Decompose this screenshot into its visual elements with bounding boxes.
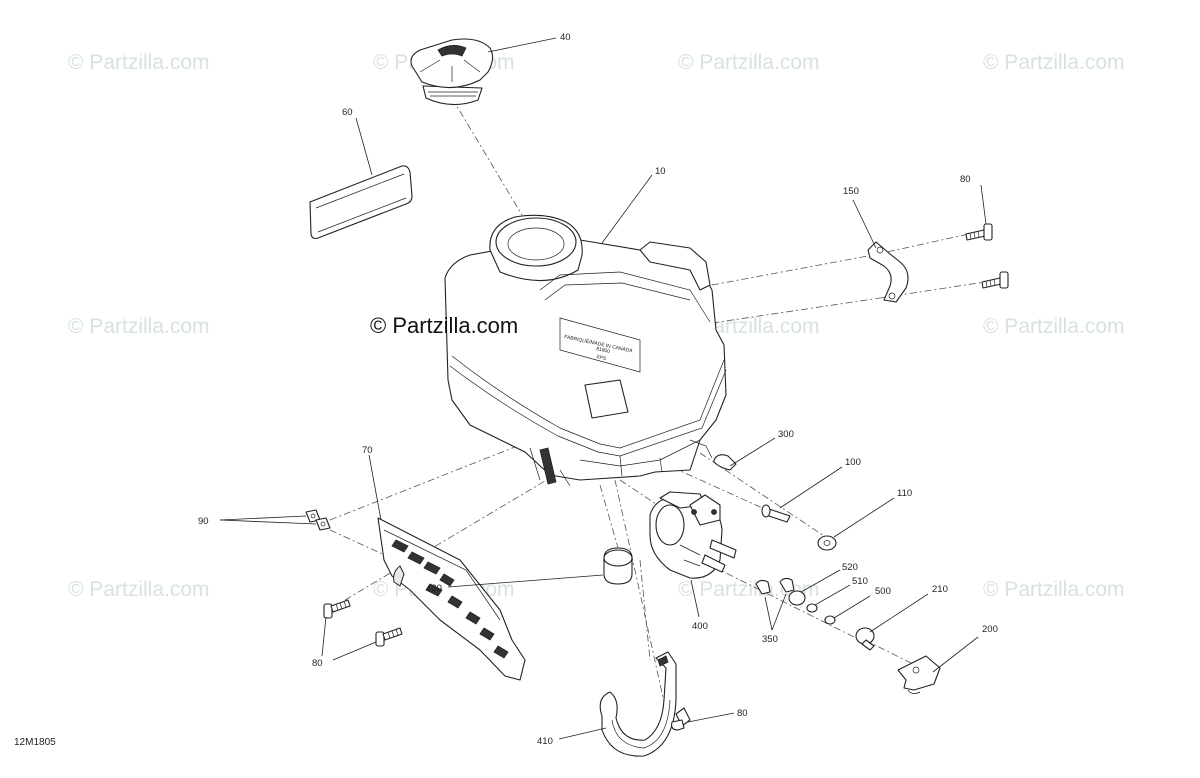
watermark: © Partzilla.com — [983, 315, 1125, 338]
small-clamp — [755, 577, 795, 595]
watermark: © Partzilla.com — [983, 578, 1125, 601]
callout-110: 110 — [897, 488, 912, 499]
fuel-cap — [410, 38, 494, 106]
callout-80: 80 — [960, 174, 971, 185]
plate-bracket — [897, 655, 941, 694]
watermark: © Partzilla.com — [678, 51, 820, 74]
callout-40: 40 — [560, 32, 571, 43]
retaining-strap — [599, 651, 677, 757]
callout-200: 200 — [982, 624, 998, 635]
callout-90: 90 — [198, 516, 209, 527]
callout-80: 80 — [312, 658, 323, 669]
tank-label-text: XPS — [596, 354, 608, 362]
watermark: © Partzilla.com — [68, 51, 210, 74]
callout-210: 210 — [932, 584, 948, 595]
tank-label-text: 81800 — [596, 346, 611, 355]
callout-100: 100 — [845, 457, 861, 468]
screw — [323, 599, 351, 619]
leader-lines — [219, 37, 987, 740]
callout-350: 350 — [762, 634, 778, 645]
callout-80: 80 — [737, 708, 748, 719]
callout-400: 400 — [692, 621, 708, 632]
watermark: © Partzilla.com — [983, 51, 1125, 74]
rubber-grommet — [788, 590, 806, 606]
watermark: © Partzilla.com — [68, 578, 210, 601]
decal — [309, 165, 413, 240]
screw — [671, 707, 691, 731]
screw — [375, 627, 403, 647]
callout-numbers: 40 60 10 150 80 300 100 110 70 90 520 51… — [198, 32, 998, 747]
screw — [965, 223, 993, 241]
mounting-bracket — [867, 241, 909, 303]
callout-520: 520 — [842, 562, 858, 573]
fuel-tank: FABRIQUÉ/MADE IN CANADA 81800 XPS — [444, 214, 727, 487]
partzilla-watermark: © Partzilla.com — [370, 313, 519, 338]
washer — [817, 535, 837, 551]
push-nut — [305, 509, 331, 531]
small-washer — [806, 603, 818, 613]
callout-150: 150 — [843, 186, 859, 197]
skid-plate — [377, 517, 526, 681]
callout-60: 60 — [342, 107, 353, 118]
callout-70: 70 — [362, 445, 373, 456]
bushing — [855, 627, 875, 651]
fuel-pump — [649, 491, 737, 579]
callout-510: 510 — [852, 576, 868, 587]
sealing-ring — [603, 547, 633, 585]
watermark: © Partzilla.com — [68, 315, 210, 338]
callout-430: 430 — [426, 583, 442, 594]
drawing-code: 12M1805 — [14, 737, 56, 748]
callout-500: 500 — [875, 586, 891, 597]
hose-clamp — [713, 454, 737, 471]
screw — [981, 271, 1009, 289]
callout-410: 410 — [537, 736, 553, 747]
callout-10: 10 — [655, 166, 666, 177]
bolt — [761, 504, 791, 523]
small-screw — [824, 615, 836, 625]
callout-300: 300 — [778, 429, 794, 440]
